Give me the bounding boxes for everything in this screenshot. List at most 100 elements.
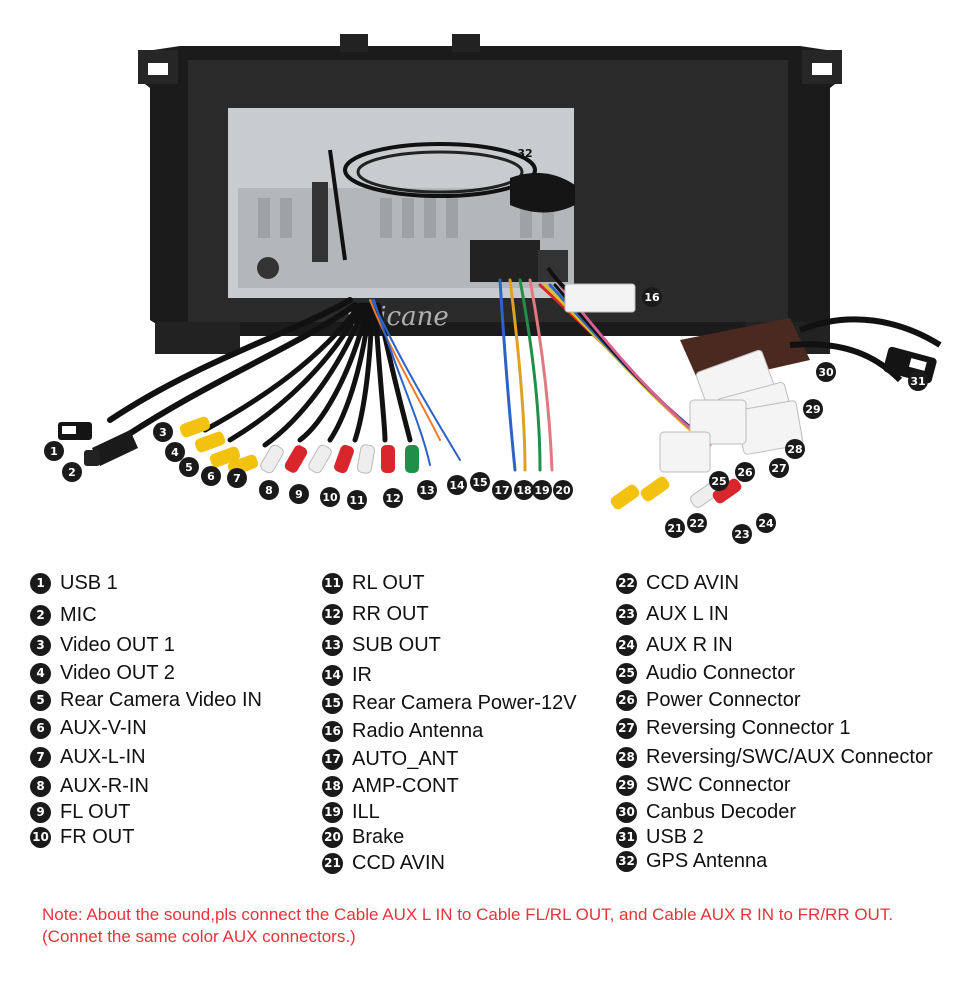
svg-text:4: 4 <box>171 446 179 459</box>
legend-number: 23 <box>616 603 637 625</box>
legend-label: Audio Connector <box>646 661 795 684</box>
svg-text:2: 2 <box>68 466 76 479</box>
legend-number: 10 <box>30 826 51 848</box>
photo-marker: 17 <box>492 480 512 500</box>
svg-text:28: 28 <box>787 443 802 456</box>
legend-number: 9 <box>30 801 51 823</box>
legend-number: 8 <box>30 775 51 797</box>
svg-text:23: 23 <box>734 528 749 541</box>
photo-marker: 21 <box>665 518 685 538</box>
svg-text:16: 16 <box>644 291 660 304</box>
legend-item: 27 Reversing Connector 1 <box>616 715 851 741</box>
photo-marker: 14 <box>447 475 467 495</box>
svg-text:11: 11 <box>349 494 364 507</box>
legend-number: 7 <box>30 746 51 768</box>
svg-text:13: 13 <box>419 484 434 497</box>
product-photo: Seicane <box>44 34 942 544</box>
photo-marker: 7 <box>227 468 247 488</box>
svg-text:31: 31 <box>910 375 925 388</box>
svg-text:1: 1 <box>50 445 58 458</box>
legend-number: 19 <box>322 801 343 823</box>
legend-label: CCD AVIN <box>646 571 739 594</box>
svg-text:8: 8 <box>265 484 273 497</box>
photo-marker: 6 <box>201 466 221 486</box>
legend-label: AUX L IN <box>646 602 729 625</box>
legend-label: AUX-V-IN <box>60 716 147 739</box>
legend-number: 16 <box>322 720 343 742</box>
legend-number: 27 <box>616 717 637 739</box>
photo-marker: 1 <box>44 441 64 461</box>
legend-number: 4 <box>30 662 51 684</box>
legend-label: FR OUT <box>60 825 135 848</box>
legend-number: 32 <box>616 850 637 872</box>
wiring-connectors <box>659 349 804 473</box>
photo-marker: 29 <box>803 399 823 419</box>
legend-number: 12 <box>322 603 343 625</box>
legend-item: 17 AUTO_ANT <box>322 746 458 772</box>
photo-marker: 28 <box>785 439 805 459</box>
legend-number: 11 <box>322 572 343 594</box>
legend-label: SUB OUT <box>352 633 441 656</box>
photo-marker: 16 <box>642 287 662 307</box>
legend-label: Video OUT 1 <box>60 633 175 656</box>
legend-number: 6 <box>30 717 51 739</box>
svg-text:20: 20 <box>555 484 571 497</box>
legend-number: 24 <box>616 634 637 656</box>
legend-label: Reversing Connector 1 <box>646 716 851 739</box>
photo-marker: 12 <box>383 488 403 508</box>
left-cable-harness <box>107 297 461 466</box>
legend-label: AMP-CONT <box>352 774 459 797</box>
svg-text:29: 29 <box>805 403 820 416</box>
svg-text:24: 24 <box>758 517 774 530</box>
legend-label: Power Connector <box>646 688 801 711</box>
svg-text:19: 19 <box>534 484 549 497</box>
svg-text:14: 14 <box>449 479 465 492</box>
legend-number: 28 <box>616 746 637 768</box>
legend-label: AUTO_ANT <box>352 747 459 770</box>
legend-label: AUX-R-IN <box>60 774 149 797</box>
radio-antenna-connector <box>546 266 636 313</box>
legend-number: 20 <box>322 826 343 848</box>
photo-marker: 4 <box>165 442 185 462</box>
legend-number: 3 <box>30 634 51 656</box>
photo-marker: 24 <box>756 513 776 533</box>
photo-marker: 2 <box>62 462 82 482</box>
svg-text:27: 27 <box>771 462 786 475</box>
photo-marker: 13 <box>417 480 437 500</box>
photo-marker: 11 <box>347 490 367 510</box>
legend-label: SWC Connector <box>646 773 791 796</box>
svg-text:26: 26 <box>737 466 753 479</box>
legend-label: Video OUT 2 <box>60 661 175 684</box>
svg-text:17: 17 <box>494 484 509 497</box>
svg-text:22: 22 <box>689 517 704 530</box>
legend-label: Canbus Decoder <box>646 800 797 823</box>
photo-marker: 23 <box>732 524 752 544</box>
legend-label: Rear Camera Power-12V <box>352 691 577 714</box>
photo-marker: 5 <box>179 457 199 477</box>
legend-label: RL OUT <box>352 571 425 594</box>
photo-marker: 30 <box>816 362 836 382</box>
gps-antenna <box>328 142 575 261</box>
photo-marker: 3 <box>153 422 173 442</box>
svg-text:25: 25 <box>711 475 726 488</box>
svg-text:9: 9 <box>295 488 303 501</box>
legend-number: 21 <box>322 852 343 874</box>
legend-number: 31 <box>616 826 637 848</box>
legend-item: 4 Video OUT 2 <box>30 660 175 686</box>
legend-item: 6 AUX-V-IN <box>30 715 147 741</box>
legend-number: 17 <box>322 748 343 770</box>
